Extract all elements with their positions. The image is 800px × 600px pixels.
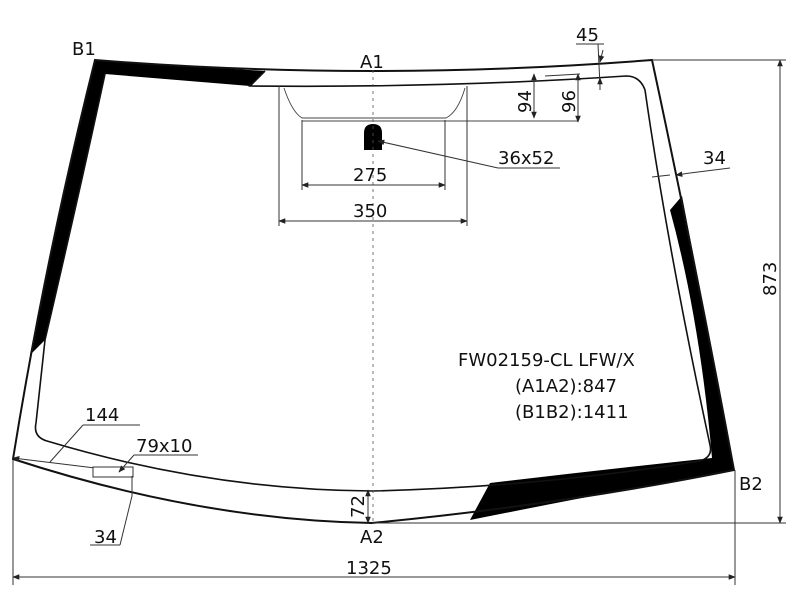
dim-top-band: 45 [576,25,605,90]
part-number: FW02159-CL LFW/X [458,350,635,371]
dim-band-96-label: 96 [559,90,580,113]
dim-bottom-72-label: 72 [348,495,369,518]
mirror-mount-area [283,87,466,119]
dim-width-275-label: 275 [353,165,387,186]
dim-height: 873 [372,59,786,524]
glass-outline [11,58,736,525]
point-b1: B1 [72,39,96,60]
dim-total-width: 1325 [12,460,736,585]
dim-side-34-label: 34 [703,148,726,169]
dim-band-96: 96 [544,73,581,123]
spec-a1a2: (A1A2):847 [515,376,617,397]
vin-window [92,466,134,478]
dim-width-350-label: 350 [353,201,387,222]
point-b2: B2 [739,474,763,495]
dim-bottom-72: 72 [348,489,371,524]
visible-area-outline [34,70,712,492]
dim-height-label: 873 [760,262,781,296]
dim-vin-window: 79x10 [92,436,198,478]
frit-left [30,60,265,355]
dim-band-94: 94 [515,73,537,119]
spec-b1b2: (B1B2):1411 [515,402,629,423]
dim-bottom-34: 34 [90,476,133,548]
dim-sensor-label: 36x52 [498,148,554,169]
dim-side-34: 34 [651,148,731,178]
dim-vin-window-label: 79x10 [136,436,192,457]
dim-left-144-label: 144 [85,405,119,426]
point-a2: A2 [360,527,384,548]
point-a1: A1 [360,52,384,73]
dim-width-275: 275 [301,120,446,190]
dim-width-350: 350 [278,86,468,226]
frit-right [470,196,734,520]
dim-left-144: 144 [12,405,140,469]
dim-band-94-label: 94 [515,90,536,113]
dim-total-width-label: 1325 [346,558,392,579]
dim-bottom-34-label: 34 [94,527,117,548]
frit-band [30,60,734,520]
dim-top-band-label: 45 [576,25,599,46]
dim-sensor: 36x52 [377,139,560,169]
